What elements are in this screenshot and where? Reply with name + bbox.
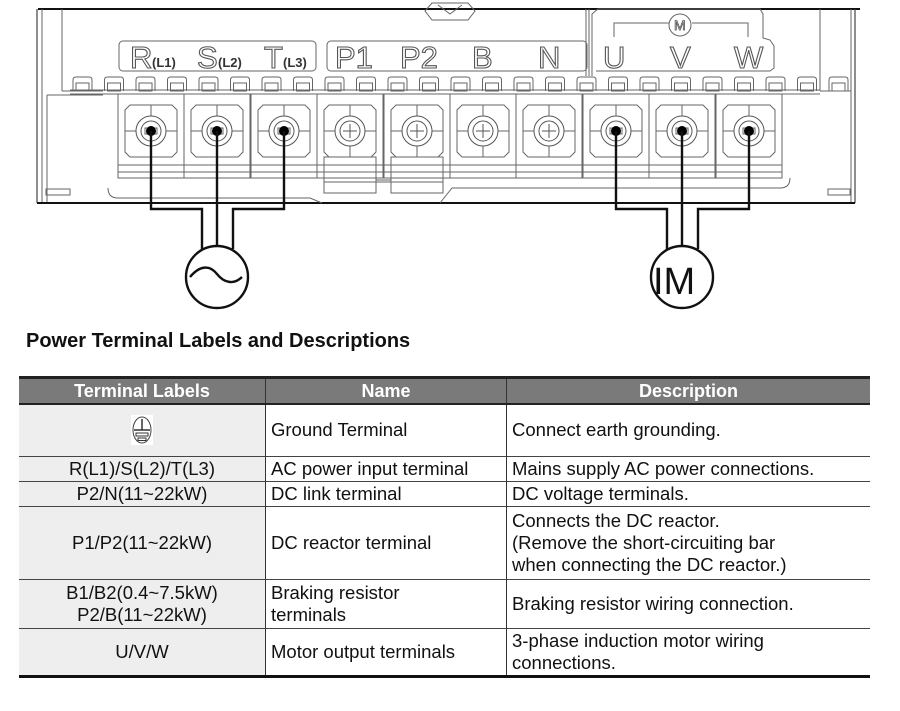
header-description: Description: [506, 376, 870, 405]
terminal-name-cell: Motor output terminals: [265, 627, 507, 678]
output-wiring: IM: [614, 131, 751, 310]
terminal-label-w: W: [734, 40, 764, 75]
header-terminal-labels: Terminal Labels: [19, 376, 266, 405]
description-line: Connects the DC reactor.: [512, 509, 720, 531]
table-header-row: Terminal Labels Name Description: [19, 376, 870, 405]
terminal-clip: [387, 76, 408, 92]
table-row: R(L1)/S(L2)/T(L3) AC power input termina…: [19, 455, 870, 481]
terminal-label-cell: P2/N(11~22kW): [19, 480, 266, 506]
name-line: Braking resistor: [271, 581, 400, 603]
terminal-clip: [419, 76, 439, 92]
terminal-label-t: T: [264, 40, 283, 75]
ground-terminal-icon: [131, 415, 153, 446]
terminal-label-p2: P2: [400, 40, 438, 75]
terminal-description-cell: 3-phase induction motor wiring connectio…: [506, 627, 870, 678]
section-title: Power Terminal Labels and Descriptions: [26, 330, 411, 352]
terminal-clip: [639, 76, 660, 92]
terminal-label-cell: [19, 403, 266, 456]
terminal-clip: [797, 76, 817, 92]
terminal-label-cell: P1/P2(11~22kW): [19, 505, 266, 579]
table-row: B1/B2(0.4~7.5kW) P2/B(11~22kW) Braking r…: [19, 578, 870, 628]
terminal-label-p1: P1: [335, 40, 373, 75]
terminal-label-s: S: [197, 40, 218, 75]
terminal-clip-row: [70, 76, 849, 95]
terminal-label-cell: B1/B2(0.4~7.5kW) P2/B(11~22kW): [19, 578, 266, 628]
terminal-clip: [230, 76, 250, 92]
terminal-label-r: R: [130, 40, 152, 75]
induction-motor-icon: [649, 244, 715, 310]
input-wiring: [149, 131, 286, 310]
label-line: B1/B2(0.4~7.5kW): [66, 581, 218, 603]
terminal-clip: [671, 76, 691, 92]
table-row: P2/N(11~22kW) DC link terminal DC voltag…: [19, 480, 870, 506]
terminal-name-cell: Braking resistor terminals: [265, 578, 507, 628]
terminal-name-cell: AC power input terminal: [265, 455, 507, 481]
terminal-screw-n: [515, 93, 583, 179]
terminal-label-b: B: [472, 40, 493, 75]
terminal-clip: [135, 76, 156, 92]
terminal-clip: [167, 76, 187, 92]
terminal-name-cell: Ground Terminal: [265, 403, 507, 456]
terminal-sublabel-l2: (L2): [218, 55, 242, 70]
terminal-clip: [356, 76, 376, 92]
terminal-label-cell: R(L1)/S(L2)/T(L3): [19, 455, 266, 481]
description-line: connections.: [512, 651, 616, 673]
header-name: Name: [265, 376, 507, 405]
terminal-clip: [324, 76, 345, 92]
table-row: Ground Terminal Connect earth grounding.: [19, 403, 870, 456]
terminal-clip: [482, 76, 502, 92]
terminal-description-cell: Connect earth grounding.: [506, 403, 870, 456]
description-line: 3-phase induction motor wiring: [512, 629, 764, 651]
terminal-clip: [545, 76, 565, 92]
terminal-clip: [576, 76, 597, 92]
terminal-clip: [513, 76, 534, 92]
input-label-plate: R (L1) S (L2) T (L3): [118, 39, 317, 76]
terminal-clip: [765, 76, 786, 92]
table-row: U/V/W Motor output terminals 3-phase ind…: [19, 627, 870, 678]
terminal-clip: [261, 76, 282, 92]
terminal-label-u: U: [603, 40, 625, 75]
dc-label-plate: P1 P2 B N: [326, 39, 588, 76]
output-label-plate: M U V W: [591, 8, 775, 76]
terminal-block-housing: [36, 2, 860, 204]
motor-badge-label: M: [674, 17, 686, 33]
terminal-description-cell: DC voltage terminals.: [506, 480, 870, 506]
terminal-clip: [828, 76, 849, 92]
short-circuit-bar: [323, 156, 444, 194]
terminal-screw-b: [449, 93, 517, 179]
terminal-description-cell: Mains supply AC power connections.: [506, 455, 870, 481]
terminal-clip: [104, 76, 124, 92]
terminal-description-cell: Connects the DC reactor. (Remove the sho…: [506, 505, 870, 579]
terminal-clip: [702, 76, 723, 92]
label-line: P2/B(11~22kW): [77, 603, 207, 625]
terminal-label-cell: U/V/W: [19, 627, 266, 678]
terminal-clip: [450, 76, 471, 92]
terminal-clip: [198, 76, 219, 92]
terminal-clip: [293, 76, 313, 92]
description-line: when connecting the DC reactor.): [512, 553, 787, 575]
terminal-sublabel-l3: (L3): [283, 55, 307, 70]
terminal-wiring-diagram: R (L1) S (L2) T (L3) P1 P2 B N M U V W: [36, 2, 860, 310]
ac-source-icon: [184, 244, 250, 310]
terminal-clip: [608, 76, 628, 92]
name-line: terminals: [271, 603, 347, 625]
terminal-clip: [72, 76, 93, 92]
terminal-name-cell: DC reactor terminal: [265, 505, 507, 579]
motor-badge-icon: [668, 13, 692, 37]
induction-motor-label: IM: [653, 261, 695, 303]
description-line: (Remove the short-circuiting bar: [512, 531, 776, 553]
terminal-label-v: V: [670, 40, 691, 75]
terminal-screw-p2: [383, 93, 451, 179]
terminal-screw-p1: [316, 93, 384, 179]
terminal-clip: [734, 76, 754, 92]
table-row: P1/P2(11~22kW) DC reactor terminal Conne…: [19, 505, 870, 579]
terminal-name-cell: DC link terminal: [265, 480, 507, 506]
terminal-description-cell: Braking resistor wiring connection.: [506, 578, 870, 628]
terminal-sublabel-l1: (L1): [152, 55, 176, 70]
power-terminal-table: Terminal Labels Name Description Ground …: [19, 376, 870, 678]
terminal-label-n: N: [538, 40, 560, 75]
